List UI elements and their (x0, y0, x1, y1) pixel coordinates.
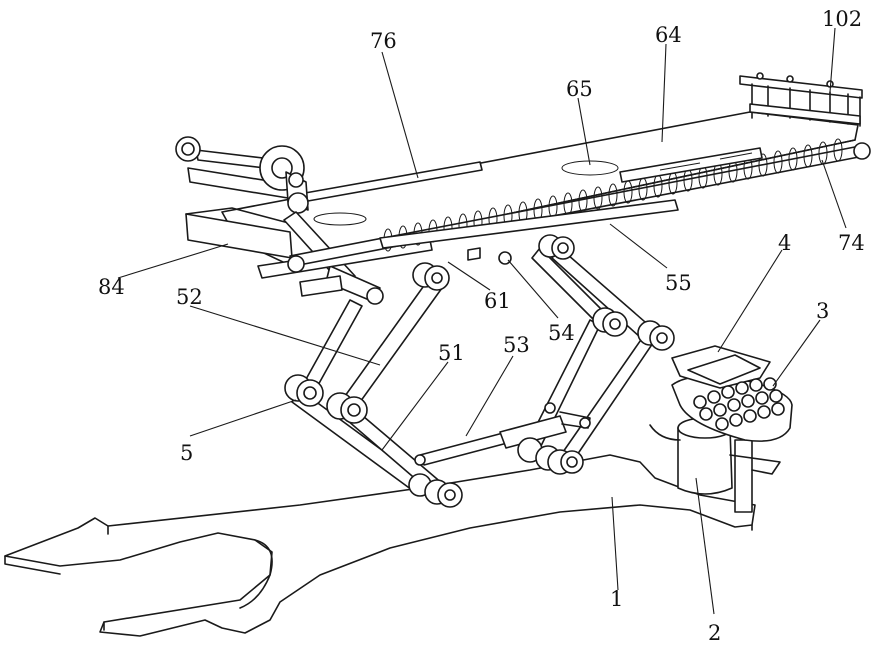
label-76: 76 (370, 29, 397, 53)
base-plate (5, 455, 755, 636)
label-65: 65 (566, 77, 593, 101)
label-1: 1 (610, 587, 623, 611)
label-2: 2 (708, 621, 721, 645)
label-84: 84 (98, 275, 125, 299)
label-5: 5 (180, 441, 193, 465)
part-labels: 102 64 76 65 74 84 55 61 52 54 4 3 53 51… (98, 7, 865, 645)
label-4: 4 (778, 231, 791, 255)
label-3: 3 (816, 299, 829, 323)
label-54: 54 (548, 321, 575, 345)
label-53: 53 (503, 333, 530, 357)
table-top (176, 73, 870, 304)
label-52: 52 (176, 285, 203, 309)
label-61: 61 (484, 289, 511, 313)
label-51: 51 (438, 341, 465, 365)
label-74: 74 (838, 231, 865, 255)
label-55: 55 (665, 271, 692, 295)
label-102: 102 (822, 7, 862, 31)
label-64: 64 (655, 23, 682, 47)
